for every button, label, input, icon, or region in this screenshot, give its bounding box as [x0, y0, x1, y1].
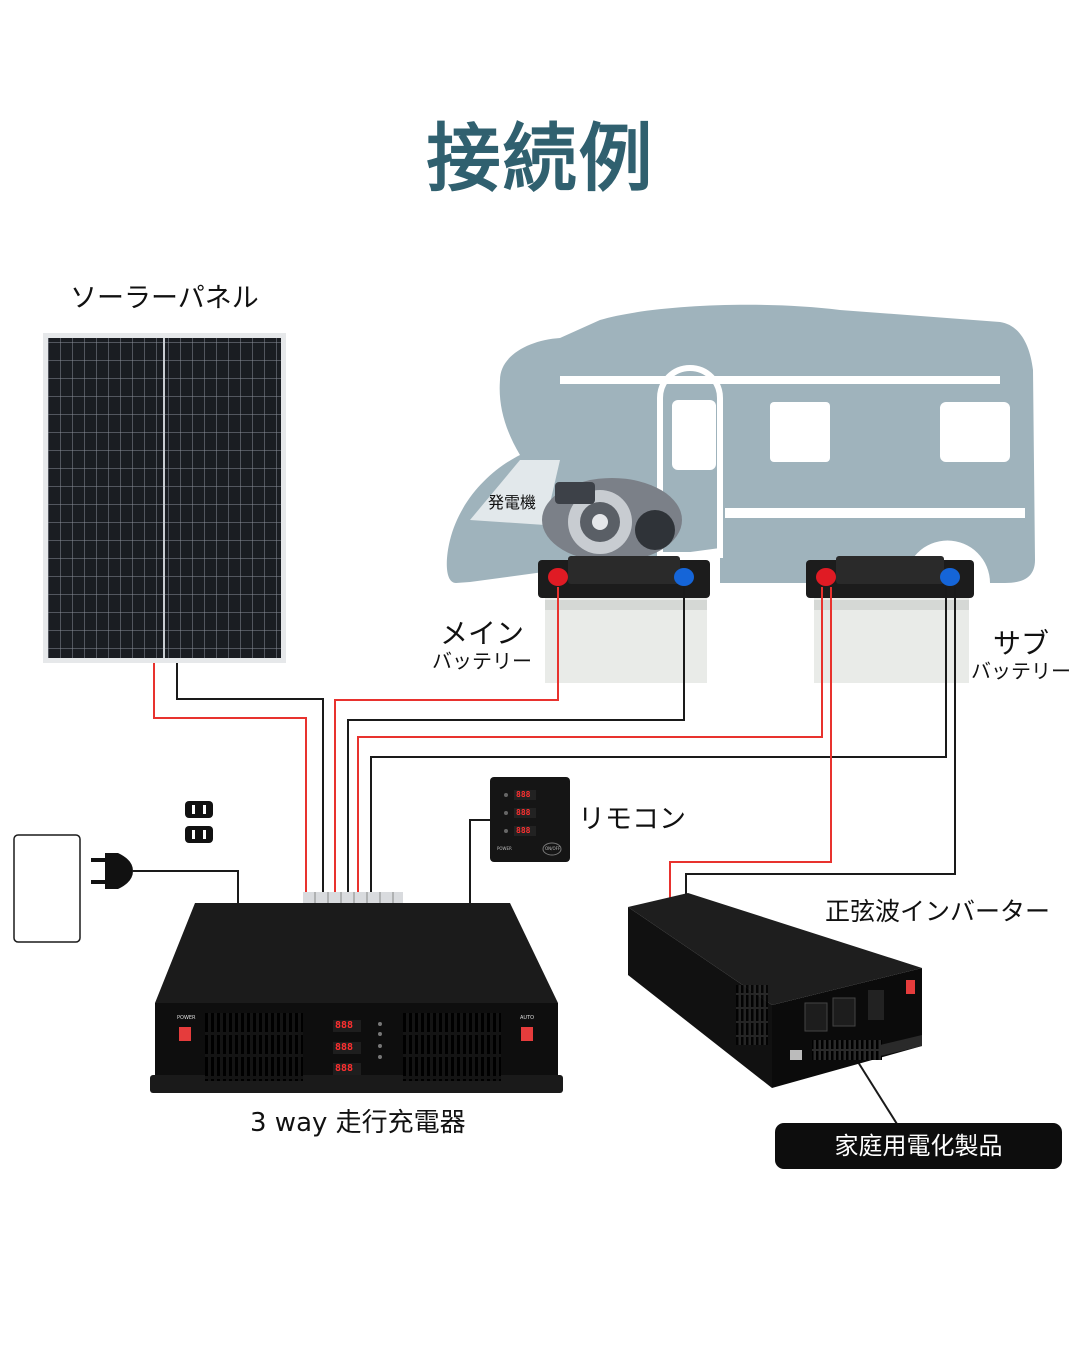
van-windshield — [470, 460, 560, 525]
sub-battery — [806, 556, 974, 683]
label-solar-panel: ソーラーパネル — [70, 283, 259, 314]
power-socket-icon — [185, 801, 213, 843]
remote-cable — [469, 819, 490, 903]
charger-display-1: 888 — [335, 1020, 354, 1031]
three-way-charger — [150, 892, 563, 1093]
sine-wave-inverter — [628, 893, 922, 1088]
power-plug-icon — [91, 853, 133, 889]
van-stripe-2 — [560, 376, 1000, 384]
appliance-pointer-line — [857, 1061, 898, 1125]
remote-display-1: 888 — [516, 790, 531, 799]
inverter-positive-wire — [669, 587, 832, 905]
generator-alternator — [542, 478, 682, 562]
main-battery-positive-wire — [334, 587, 559, 892]
remote-controller — [490, 777, 570, 862]
sub-battery-positive-wire — [357, 587, 823, 892]
remote-display-2: 888 — [516, 808, 531, 817]
label-sub-battery-2: バッテリー — [971, 659, 1071, 683]
sub-battery-negative-wire — [370, 587, 947, 892]
van-door-window — [672, 400, 716, 470]
main-battery — [538, 556, 710, 683]
charger-power-text: POWER — [177, 1015, 196, 1021]
label-charger: 3 way 走行充電器 — [250, 1108, 466, 1138]
charger-auto-text: AUTO — [520, 1015, 535, 1021]
main-battery-negative-wire — [347, 587, 685, 892]
label-appliances: 家庭用電化製品 — [775, 1123, 1062, 1169]
van-window-mid — [770, 402, 830, 462]
label-inverter: 正弦波インバーター — [825, 897, 1051, 926]
wiring — [133, 587, 956, 1125]
label-sub-battery-1: サブ — [993, 627, 1050, 660]
label-remote: リモコン — [578, 804, 686, 835]
remote-display-3: 888 — [516, 826, 531, 835]
remote-power-text: POWER — [497, 846, 512, 851]
wall-outlet — [13, 834, 81, 943]
inverter-negative-wire — [685, 587, 956, 905]
charger-display-2: 888 — [335, 1042, 354, 1053]
van-door — [657, 365, 723, 558]
page-title: 接続例 — [426, 116, 655, 202]
van-details — [470, 365, 1025, 618]
label-main-battery-2: バッテリー — [432, 649, 532, 673]
label-main-battery-1: メイン — [440, 617, 525, 650]
solar-panel — [43, 333, 286, 663]
remote-onoff-button: ON/OFF — [545, 846, 561, 851]
solar-negative-wire — [176, 663, 324, 892]
van-stripe — [725, 508, 1025, 518]
label-generator: 発電機 — [488, 493, 537, 512]
ac-power-cord — [133, 870, 239, 903]
charger-display-3: 888 — [335, 1063, 354, 1074]
solar-positive-wire — [153, 663, 307, 892]
van-window-rear — [940, 402, 1010, 462]
